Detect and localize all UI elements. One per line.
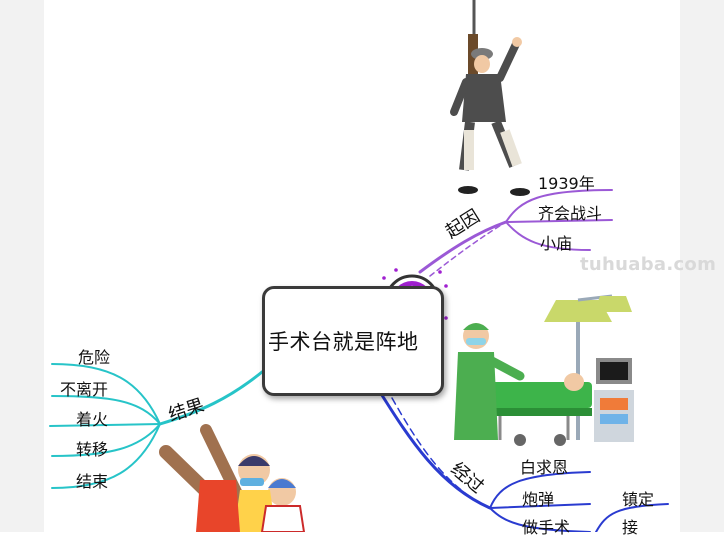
process-connectors (378, 390, 669, 532)
soldier-illustration (450, 0, 530, 196)
process-child-bethune[interactable]: 白求恩 (520, 458, 569, 477)
cause-child-battle[interactable]: 齐会战斗 (538, 204, 603, 223)
result-child-fire[interactable]: 着火 (76, 410, 109, 429)
result-child-danger[interactable]: 危险 (78, 348, 111, 367)
central-topic-box[interactable] (262, 286, 444, 396)
process-sub-calm[interactable]: 镇定 (622, 490, 655, 509)
cause-child-temple[interactable]: 小庙 (540, 234, 573, 253)
result-child-not-leave[interactable]: 不离开 (60, 380, 109, 399)
process-child-surgery[interactable]: 做手术 (522, 518, 571, 537)
left-margin-strip (0, 0, 44, 532)
cause-connectors (418, 189, 613, 277)
cause-child-1939[interactable]: 1939年 (538, 174, 595, 193)
central-topic: 手术台就是阵地 (268, 330, 419, 354)
result-child-move[interactable]: 转移 (76, 440, 109, 459)
result-child-end[interactable]: 结束 (76, 472, 109, 491)
process-child-shell[interactable]: 炮弹 (522, 490, 555, 509)
watermark: tuhuaba.com (580, 254, 717, 275)
result-connectors (49, 363, 264, 489)
firefighters-illustration (159, 424, 306, 532)
surgery-illustration (454, 294, 634, 446)
process-sub-receive[interactable]: 接 (622, 518, 639, 537)
right-margin-strip (680, 0, 724, 532)
